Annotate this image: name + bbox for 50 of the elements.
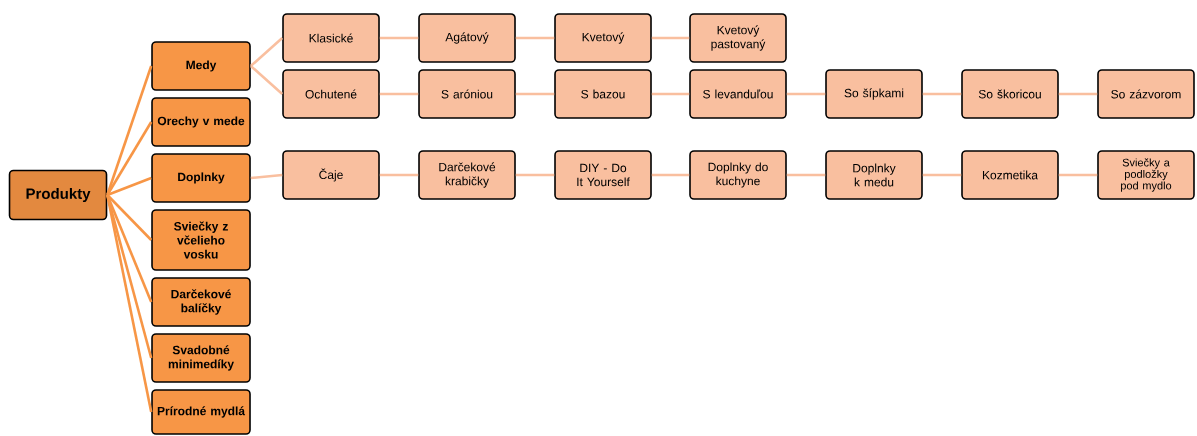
connector-line	[106, 194, 153, 241]
connector-line	[515, 36, 555, 40]
root-box: Produkty	[8, 169, 108, 221]
subcategory-box: Kvetový	[554, 13, 652, 63]
subcategory-box: So škoricou	[961, 69, 1059, 119]
connector-line	[1058, 173, 1098, 177]
connector-line	[1058, 92, 1098, 96]
subcategory-box: DIY - Do It Yourself	[554, 150, 652, 200]
subcategory-box: Sviečky a podložky pod mydlo	[1097, 150, 1195, 200]
connector-line	[786, 92, 826, 96]
connector-line	[379, 92, 419, 96]
subcategory-box: Kvetový pastovaný	[689, 13, 787, 63]
subcategory-box: Doplnky k medu	[825, 150, 923, 200]
connector-line	[922, 173, 962, 177]
subcategory-box: S levanduľou	[689, 69, 787, 119]
subcategory-box: Kozmetika	[961, 150, 1059, 200]
category-box: Sviečky z včelieho vosku	[151, 209, 251, 271]
subcategory-box: Klasické	[282, 13, 380, 63]
connector-line	[106, 176, 152, 197]
connector-line	[515, 92, 555, 96]
subcategory-box: S aróniou	[418, 69, 516, 119]
subcategory-box: So zázvorom	[1097, 69, 1195, 119]
connector-line	[379, 173, 419, 177]
subcategory-box: Čaje	[282, 150, 380, 200]
category-box: Darčekové balíčky	[151, 277, 251, 327]
subcategory-box: Doplnky do kuchyne	[689, 150, 787, 200]
connector-line	[250, 173, 283, 180]
connector-line	[651, 173, 690, 177]
subcategory-box: Agátový	[418, 13, 516, 63]
connector-line	[249, 37, 284, 67]
category-box: Doplnky	[151, 153, 251, 203]
connector-line	[379, 36, 419, 40]
connector-line	[106, 65, 153, 196]
connector-line	[922, 92, 962, 96]
subcategory-box: So šípkami	[825, 69, 923, 119]
subcategory-box: S bazou	[554, 69, 652, 119]
connector-line	[106, 121, 153, 196]
category-box: Prírodné mydlá	[151, 389, 251, 435]
connector-line	[515, 173, 555, 177]
connector-line	[249, 65, 284, 95]
category-box: Medy	[151, 41, 251, 91]
connector-line	[786, 173, 826, 177]
connector-line	[106, 194, 153, 413]
subcategory-box: Darčekové krabičky	[418, 150, 516, 200]
category-box: Svadobné minimedíky	[151, 333, 251, 383]
connector-line	[106, 194, 153, 303]
category-box: Orechy v mede	[151, 97, 251, 147]
connector-line	[651, 92, 690, 96]
connector-line	[651, 36, 690, 40]
subcategory-box: Ochutené	[282, 69, 380, 119]
